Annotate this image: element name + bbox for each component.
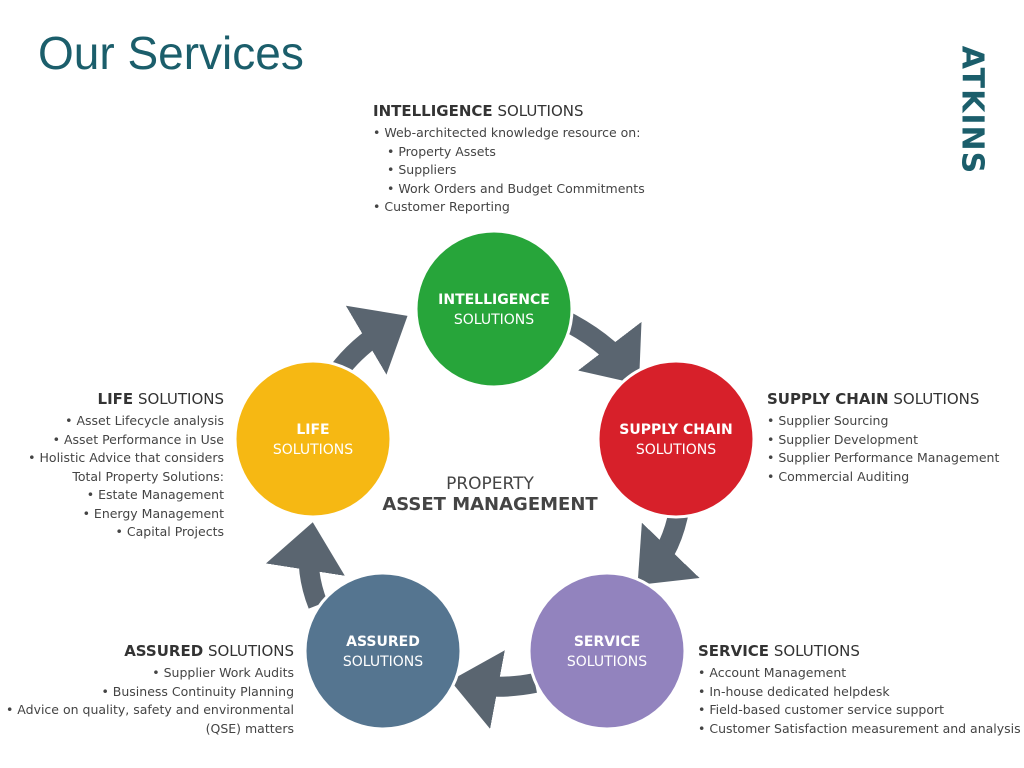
list-item: Account Management — [698, 664, 1021, 683]
list-item: Web-architected knowledge resource on: — [373, 124, 645, 143]
block-heading-normal: SOLUTIONS — [133, 390, 224, 408]
block-heading-bold: LIFE — [97, 390, 134, 408]
list-item: Suppliers — [373, 161, 645, 180]
block-list: Web-architected knowledge resource on: P… — [373, 124, 645, 217]
block-heading-normal: SOLUTIONS — [888, 390, 980, 408]
list-item: Asset Lifecycle analysis — [28, 412, 224, 431]
page-title: Our Services — [38, 27, 304, 79]
block-heading-normal: SOLUTIONS — [492, 102, 584, 120]
arrow-assured-to-life — [265, 522, 345, 609]
block-heading: ASSURED SOLUTIONS — [6, 642, 294, 660]
center-label-line2: ASSET MANAGEMENT — [382, 494, 598, 515]
circle-label-bold: ASSURED — [346, 634, 420, 650]
assured-circle — [303, 571, 463, 731]
arrow-service-to-assured — [450, 650, 537, 729]
list-item: Holistic Advice that considers — [28, 449, 224, 468]
list-item: Customer Satisfaction measurement and an… — [698, 720, 1020, 739]
list-item: Asset Performance in Use — [28, 431, 224, 450]
block-heading-bold: SERVICE — [698, 642, 770, 660]
list-item: Property Assets — [373, 143, 645, 162]
list-item: Customer Reporting — [373, 198, 645, 217]
list-item: (QSE) matters — [205, 720, 294, 736]
assured-solutions-block: ASSURED SOLUTIONS Supplier Work Audits B… — [6, 642, 294, 738]
list-item: Advice on quality, safety and environmen… — [6, 701, 294, 720]
block-list: Asset Lifecycle analysis Asset Performan… — [28, 412, 224, 542]
list-item: Supplier Work Audits — [6, 664, 294, 683]
list-item: Capital Projects — [28, 523, 224, 542]
block-heading-normal: SOLUTIONS — [769, 642, 860, 660]
arrow-life-to-intelligence — [329, 305, 408, 379]
intelligence-circle-label: INTELLIGENCE SOLUTIONS — [424, 290, 564, 330]
circle-label-normal: SOLUTIONS — [272, 442, 354, 458]
service-solutions-block: SERVICE SOLUTIONS Account Management In-… — [698, 642, 1021, 738]
circle-label-bold: SUPPLY CHAIN — [619, 422, 733, 438]
center-label: PROPERTY ASSET MANAGEMENT — [370, 474, 610, 515]
block-heading-bold: SUPPLY CHAIN — [767, 390, 889, 408]
block-heading: INTELLIGENCE SOLUTIONS — [373, 102, 645, 120]
circle-label-normal: SOLUTIONS — [566, 654, 648, 670]
list-item: Energy Management — [28, 505, 224, 524]
list-item: Work Orders and Budget Commitments — [373, 180, 644, 199]
block-heading-bold: ASSURED — [124, 642, 204, 660]
circle-label-normal: SOLUTIONS — [342, 654, 424, 670]
assured-circle-label: ASSURED SOLUTIONS — [313, 632, 453, 672]
life-circle-label: LIFE SOLUTIONS — [243, 420, 383, 460]
list-item: In-house dedicated helpdesk — [698, 683, 1021, 702]
list-item: Estate Management — [28, 486, 224, 505]
list-item: Supplier Sourcing — [767, 412, 999, 431]
circle-label-normal: SOLUTIONS — [453, 312, 535, 328]
block-list: Account Management In-house dedicated he… — [698, 664, 1021, 739]
circle-label-normal: SOLUTIONS — [635, 442, 717, 458]
life-circle — [233, 359, 393, 519]
service-circle — [527, 571, 687, 731]
service-circle-label: SERVICE SOLUTIONS — [537, 632, 677, 672]
circle-label-bold: INTELLIGENCE — [438, 292, 550, 308]
block-list: Supplier Work Audits Business Continuity… — [6, 664, 294, 738]
block-heading: LIFE SOLUTIONS — [28, 390, 224, 408]
list-item: Total Property Solutions: — [72, 468, 224, 484]
list-item: Commercial Auditing — [767, 468, 999, 487]
block-heading: SUPPLY CHAIN SOLUTIONS — [767, 390, 999, 408]
circle-label-bold: SERVICE — [573, 634, 641, 650]
supply-chain-solutions-block: SUPPLY CHAIN SOLUTIONS Supplier Sourcing… — [767, 390, 999, 486]
supply-chain-circle — [596, 359, 756, 519]
block-heading-normal: SOLUTIONS — [203, 642, 294, 660]
center-label-line1: PROPERTY — [446, 474, 534, 494]
circle-label-bold: LIFE — [296, 422, 330, 438]
list-item: Field-based customer service support — [698, 701, 1021, 720]
list-item: Supplier Performance Management — [767, 449, 999, 468]
life-solutions-block: LIFE SOLUTIONS Asset Lifecycle analysis … — [28, 390, 224, 542]
block-list: Supplier Sourcing Supplier Development S… — [767, 412, 999, 486]
list-item: Business Continuity Planning — [6, 683, 294, 702]
block-heading-bold: INTELLIGENCE — [373, 102, 493, 120]
intelligence-circle — [414, 229, 574, 389]
list-item: Supplier Development — [767, 431, 999, 450]
block-heading: SERVICE SOLUTIONS — [698, 642, 1021, 660]
intelligence-solutions-block: INTELLIGENCE SOLUTIONS Web-architected k… — [373, 102, 645, 217]
supply-chain-circle-label: SUPPLY CHAIN SOLUTIONS — [606, 420, 746, 460]
